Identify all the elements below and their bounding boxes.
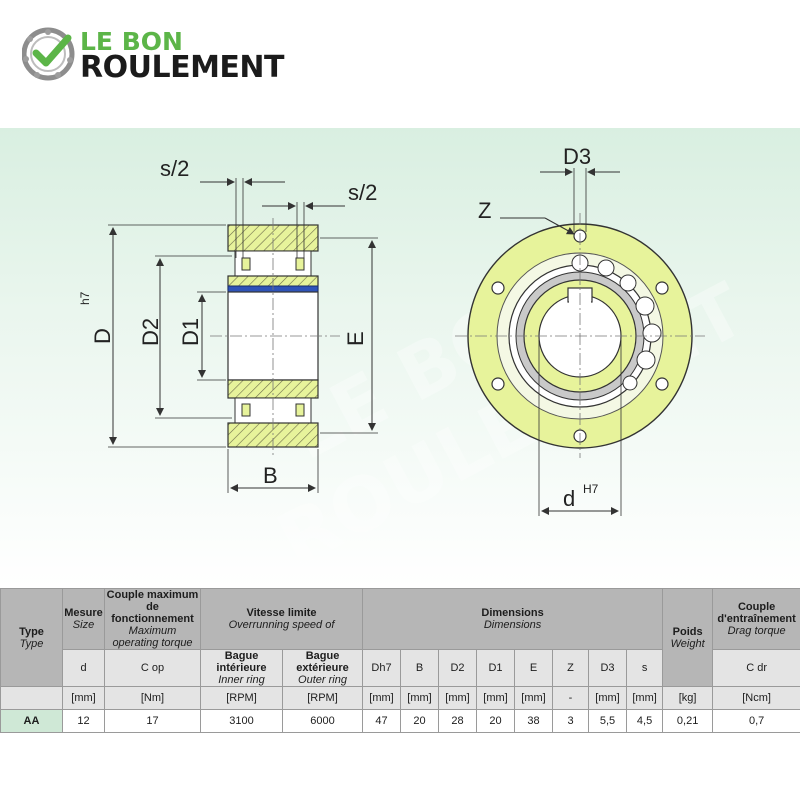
value-cell: 38	[514, 709, 554, 733]
unit-cell: [mm]	[362, 686, 402, 710]
table-row: AA 12 17 3100 6000 47 20 28 20 38 3 5,5 …	[0, 709, 800, 733]
symbol-cell: Dh7	[362, 649, 402, 687]
brand-line-1: LE BON	[80, 27, 183, 56]
unit-cell: [RPM]	[200, 686, 283, 710]
label-D-tol: h7	[78, 291, 92, 305]
value-cell: 3	[552, 709, 590, 733]
label-E: E	[343, 331, 368, 346]
unit-cell: -	[552, 686, 590, 710]
value-cell: 5,5	[588, 709, 628, 733]
label-s2-left: s/2	[160, 156, 189, 181]
symbol-cell: D2	[438, 649, 478, 687]
unit-cell: [mm]	[514, 686, 554, 710]
label-D1: D1	[178, 318, 203, 346]
label-Z: Z	[478, 198, 491, 223]
value-cell: 47	[362, 709, 402, 733]
symbol-cell: C dr	[712, 649, 800, 687]
value-cell: 20	[400, 709, 440, 733]
symbol-cell: Z	[552, 649, 590, 687]
unit-cell: [mm]	[400, 686, 440, 710]
label-B: B	[263, 463, 278, 488]
type-value: AA	[0, 709, 63, 733]
technical-drawing: LE BON ROULEMENT	[0, 128, 800, 588]
unit-cell: [mm]	[588, 686, 628, 710]
value-cell: 6000	[281, 709, 364, 733]
unit-type-blank	[0, 686, 63, 710]
unit-cell: [RPM]	[281, 686, 364, 710]
label-D2: D2	[138, 318, 163, 346]
table-unit-row: [mm] [Nm] [RPM] [RPM] [mm] [mm] [mm] [mm…	[0, 686, 800, 710]
value-cell: 4,5	[626, 709, 664, 733]
symbol-cell: d	[62, 649, 105, 687]
bearing-check-icon	[22, 27, 75, 81]
unit-cell: [mm]	[62, 686, 105, 710]
value-cell: 0,21	[662, 709, 714, 733]
value-cell: 12	[62, 709, 105, 733]
value-cell: 28	[438, 709, 478, 733]
unit-cell: [kg]	[662, 686, 714, 710]
bearing-drawing-svg: LE BON ROULEMENT	[78, 144, 759, 585]
symbol-cell: B	[400, 649, 440, 687]
symbol-cell: D3	[588, 649, 628, 687]
label-s2-right: s/2	[348, 180, 377, 205]
symbol-cell: C op	[104, 649, 201, 687]
value-cell: 3100	[200, 709, 283, 733]
symbol-cell: s	[626, 649, 664, 687]
unit-cell: [mm]	[476, 686, 516, 710]
unit-cell: [mm]	[438, 686, 478, 710]
front-view: D3 Z d H7	[455, 144, 705, 516]
label-d: d	[563, 486, 575, 511]
header: LE BON ROULEMENT	[0, 0, 800, 128]
brand-logo[interactable]: LE BON ROULEMENT	[22, 26, 322, 86]
brand-line-2: ROULEMENT	[80, 50, 285, 85]
label-D3: D3	[563, 144, 591, 169]
unit-cell: [Ncm]	[712, 686, 800, 710]
value-cell: 17	[104, 709, 201, 733]
label-D: D	[90, 328, 115, 344]
symbol-cell: E	[514, 649, 554, 687]
side-section-view: D h7 D2 D1 E B	[78, 156, 378, 493]
label-d-tol: H7	[583, 482, 599, 496]
unit-cell: [mm]	[626, 686, 664, 710]
value-cell: 20	[476, 709, 516, 733]
value-cell: 0,7	[712, 709, 800, 733]
symbol-cell: D1	[476, 649, 516, 687]
unit-cell: [Nm]	[104, 686, 201, 710]
